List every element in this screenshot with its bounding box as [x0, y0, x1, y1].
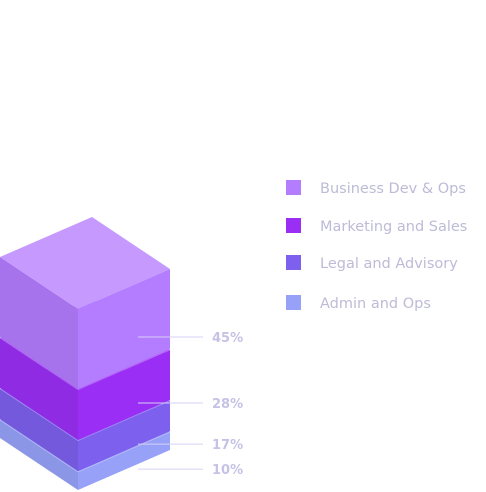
legend-label: Legal and Advisory: [320, 256, 458, 272]
legend-label: Marketing and Sales: [320, 219, 467, 235]
block-top-face: [0, 217, 170, 309]
value-label: 17%: [212, 438, 243, 453]
legend-item: Business Dev & Ops: [286, 180, 466, 197]
block-right-face: [78, 350, 170, 440]
block-right-face: [78, 432, 170, 490]
legend-item: Admin and Ops: [286, 295, 431, 312]
legend-item: Marketing and Sales: [286, 218, 467, 235]
block-left-face: [0, 420, 78, 490]
block-left-face: [0, 388, 78, 472]
legend-swatch: [286, 255, 301, 270]
legend-swatch: [286, 180, 301, 195]
block-1: [0, 217, 170, 390]
value-label: 10%: [212, 463, 243, 478]
block-right-face: [78, 400, 170, 472]
legend-label: Business Dev & Ops: [320, 181, 466, 197]
legend-swatch: [286, 295, 301, 310]
legend-swatch: [286, 218, 301, 233]
legend-item: Legal and Advisory: [286, 255, 458, 272]
value-label: 28%: [212, 397, 243, 412]
block-left-face: [0, 257, 78, 390]
legend-label: Admin and Ops: [320, 296, 431, 312]
value-label: 45%: [212, 331, 243, 346]
block-left-face: [0, 338, 78, 440]
block-right-face: [78, 269, 170, 390]
